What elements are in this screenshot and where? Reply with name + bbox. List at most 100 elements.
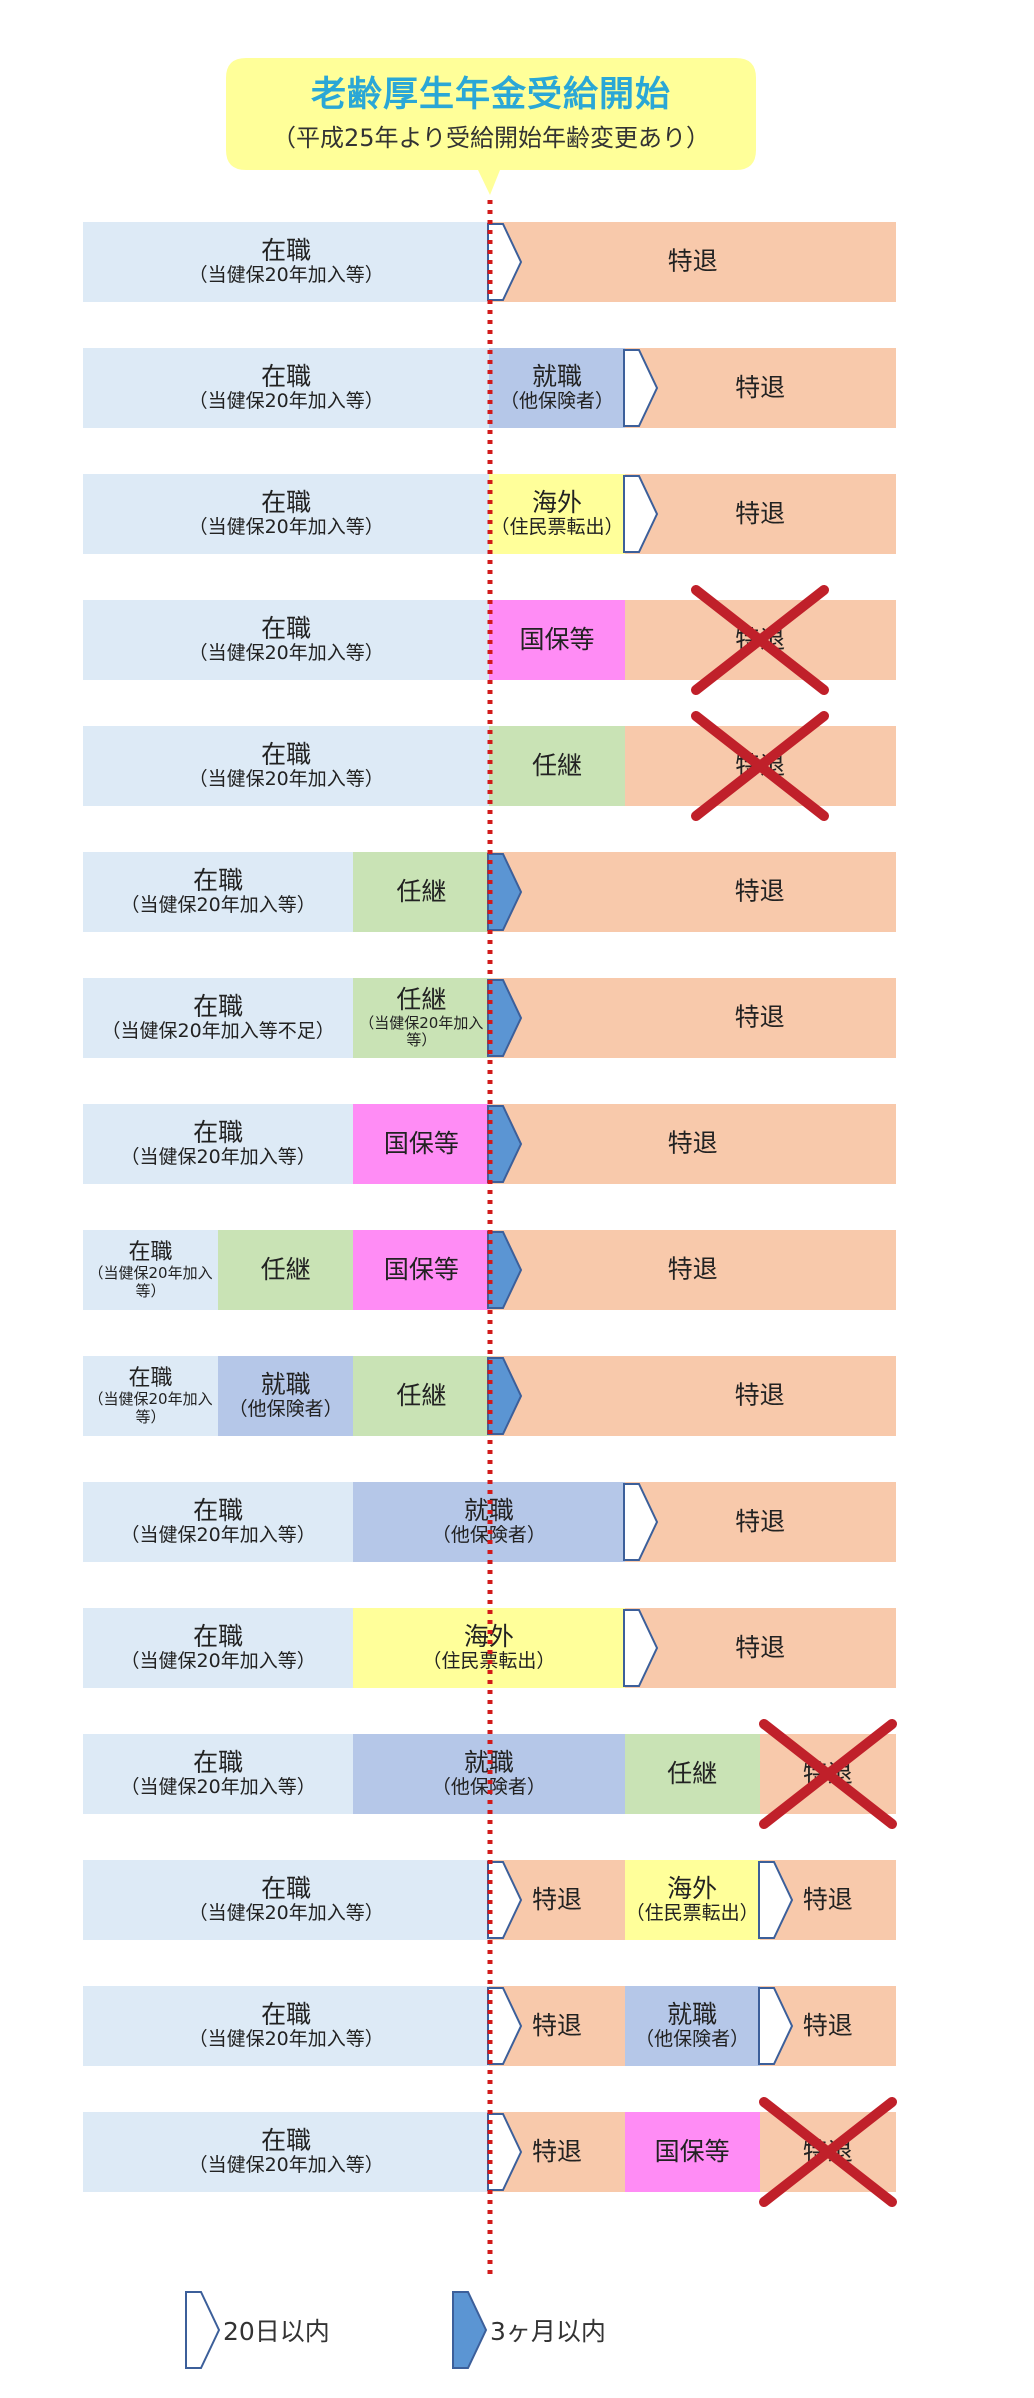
arrow-20days-icon xyxy=(757,1861,793,1939)
segment-sublabel: （当健保20年加入等） xyxy=(188,2154,384,2177)
segment-text: 在職（当健保20年加入等） xyxy=(121,1621,316,1674)
segment-sublabel: （当健保20年加入等） xyxy=(120,1524,316,1547)
segment-tokutai: 特退 xyxy=(489,222,896,302)
segment-employed: 在職（当健保20年加入等） xyxy=(83,852,354,932)
segment-overseas: 海外（住民票転出） xyxy=(624,1860,760,1940)
arrow-20days-icon xyxy=(757,1987,793,2065)
segment-label: 特退 xyxy=(531,1884,582,1914)
segment-text: 国保等 xyxy=(384,1255,459,1285)
segment-label: 特退 xyxy=(667,1128,718,1158)
segment-sublabel: （住民票転出） xyxy=(490,516,624,539)
segment-text: 任継 xyxy=(396,877,446,907)
segment-tokutai: 特退 xyxy=(489,1104,896,1184)
arrow-20days-icon xyxy=(622,349,658,427)
segment-sublabel: （他保険者） xyxy=(431,1524,546,1547)
segment-label: 任継 xyxy=(667,1758,718,1788)
legend-label: 3ヶ月以内 xyxy=(490,2317,606,2346)
callout-balloon xyxy=(226,58,756,195)
segment-overseas: 海外（住民票転出） xyxy=(489,474,625,554)
segment-text: 在職（当健保20年加入等） xyxy=(189,236,384,288)
legend-label: 20日以内 xyxy=(223,2317,330,2346)
segment-text: 特退 xyxy=(735,498,786,529)
segment-ninkei: 任継（当健保20年加入等） xyxy=(353,978,490,1058)
segment-label: 海外 xyxy=(531,487,582,517)
segment-text: 就職（他保険者） xyxy=(635,2000,749,2052)
segment-label: 任継 xyxy=(396,1380,447,1410)
segment-text: 国保等 xyxy=(519,624,595,655)
segment-sublabel: （当健保20年加入等） xyxy=(188,1902,384,1925)
segment-kokuho: 国保等 xyxy=(489,600,625,680)
segment-text: 特退 xyxy=(667,1128,718,1159)
segment-label: 任継 xyxy=(531,750,582,780)
segment-text: 在職（当健保20年加入等） xyxy=(121,866,316,918)
arrow-20days-icon xyxy=(185,2291,221,2369)
segment-text: 在職（当健保20年加入等） xyxy=(83,1366,218,1426)
timeline-row: 在職（当健保20年加入等）海外（住民票転出）特退 xyxy=(0,474,1034,554)
segment-text: 任継 xyxy=(667,1758,718,1789)
segment-sublabel: （当健保20年加入等） xyxy=(188,768,384,791)
segment-text: 特退 xyxy=(735,1381,785,1411)
segment-employed: 在職（当健保20年加入等） xyxy=(83,1986,490,2066)
segment-employed: 在職（当健保20年加入等） xyxy=(83,1734,354,1814)
segment-text: 在職（当健保20年加入等） xyxy=(121,1118,316,1170)
segment-job: 就職（他保険者） xyxy=(624,1986,760,2066)
legend-item-3months: 3ヶ月以内 xyxy=(452,2290,712,2370)
segment-text: 任継 xyxy=(261,1255,311,1285)
segment-label: 任継 xyxy=(396,985,447,1015)
timeline-row: 在職（当健保20年加入等）特退国保等特退 xyxy=(0,2097,1034,2207)
segment-text: 特退 xyxy=(803,1885,853,1915)
segment-employed: 在職（当健保20年加入等） xyxy=(83,1860,490,1940)
cross-mark-icon xyxy=(758,1719,897,1829)
segment-label: 就職 xyxy=(531,361,582,391)
segment-label: 在職 xyxy=(128,1240,173,1266)
segment-text: 海外（住民票転出） xyxy=(626,1874,759,1926)
arrow-3months-icon xyxy=(487,1105,523,1183)
segment-label: 在職 xyxy=(193,1621,244,1651)
segment-label: 在職 xyxy=(261,1999,312,2029)
segment-text: 任継（当健保20年加入等） xyxy=(353,986,489,1049)
segment-sublabel: （当健保20年加入等） xyxy=(188,642,384,665)
timeline-row: 在職（当健保20年加入等不足）任継（当健保20年加入等）特退 xyxy=(0,978,1034,1058)
segment-label: 在職 xyxy=(261,613,312,643)
segment-text: 在職（当健保20年加入等） xyxy=(188,740,384,792)
timeline-row: 在職（当健保20年加入等） 特退 海外（住民票転出） 特退 xyxy=(0,1860,1034,1940)
segment-text: 任継 xyxy=(396,1380,447,1411)
segment-kokuho: 国保等 xyxy=(353,1230,490,1310)
segment-text: 特退 xyxy=(531,2010,582,2041)
segment-sublabel: （当健保20年加入等） xyxy=(188,390,384,413)
segment-employed: 在職（当健保20年加入等） xyxy=(83,222,490,302)
segment-label: 特退 xyxy=(735,1506,786,1536)
segment-text: 在職（当健保20年加入等） xyxy=(120,1496,316,1548)
segment-tokutai: 特退 xyxy=(624,1608,896,1688)
timeline-row: 在職（当健保20年加入等） 任継 特退 xyxy=(0,852,1034,932)
timeline-row: 在職（当健保20年加入等）任継国保等特退 xyxy=(0,1230,1034,1310)
arrow-3months-icon xyxy=(452,2291,488,2369)
segment-label: 特退 xyxy=(531,2136,582,2166)
segment-label: 特退 xyxy=(734,876,785,906)
segment-tokutai: 特退 xyxy=(624,474,896,554)
segment-employed: 在職（当健保20年加入等） xyxy=(83,1230,219,1310)
segment-text: 在職（当健保20年加入等） xyxy=(83,1240,218,1300)
timeline-row: 在職（当健保20年加入等） 特退 xyxy=(0,222,1034,302)
segment-text: 特退 xyxy=(531,2136,582,2167)
arrow-3months-icon xyxy=(487,853,523,931)
segment-label: 国保等 xyxy=(519,624,595,654)
segment-employed: 在職（当健保20年加入等） xyxy=(83,348,490,428)
segment-label: 特退 xyxy=(735,498,786,528)
segment-sublabel: （当健保20年加入等） xyxy=(120,1776,316,1799)
segment-label: 在職 xyxy=(261,1873,312,1903)
segment-label: 特退 xyxy=(531,2010,582,2040)
segment-label: 在職 xyxy=(261,2125,312,2155)
segment-text: 特退 xyxy=(734,876,785,907)
segment-text: 特退 xyxy=(735,373,785,403)
segment-sublabel: （当健保20年加入等） xyxy=(359,1014,484,1050)
segment-label: 在職 xyxy=(193,991,244,1021)
arrow-20days-icon xyxy=(622,1609,658,1687)
timeline-row: 在職（当健保20年加入等） 国保等 特退 xyxy=(0,1104,1034,1184)
segment-text: 特退 xyxy=(531,1884,582,1915)
segment-text: 国保等 xyxy=(384,1129,459,1159)
